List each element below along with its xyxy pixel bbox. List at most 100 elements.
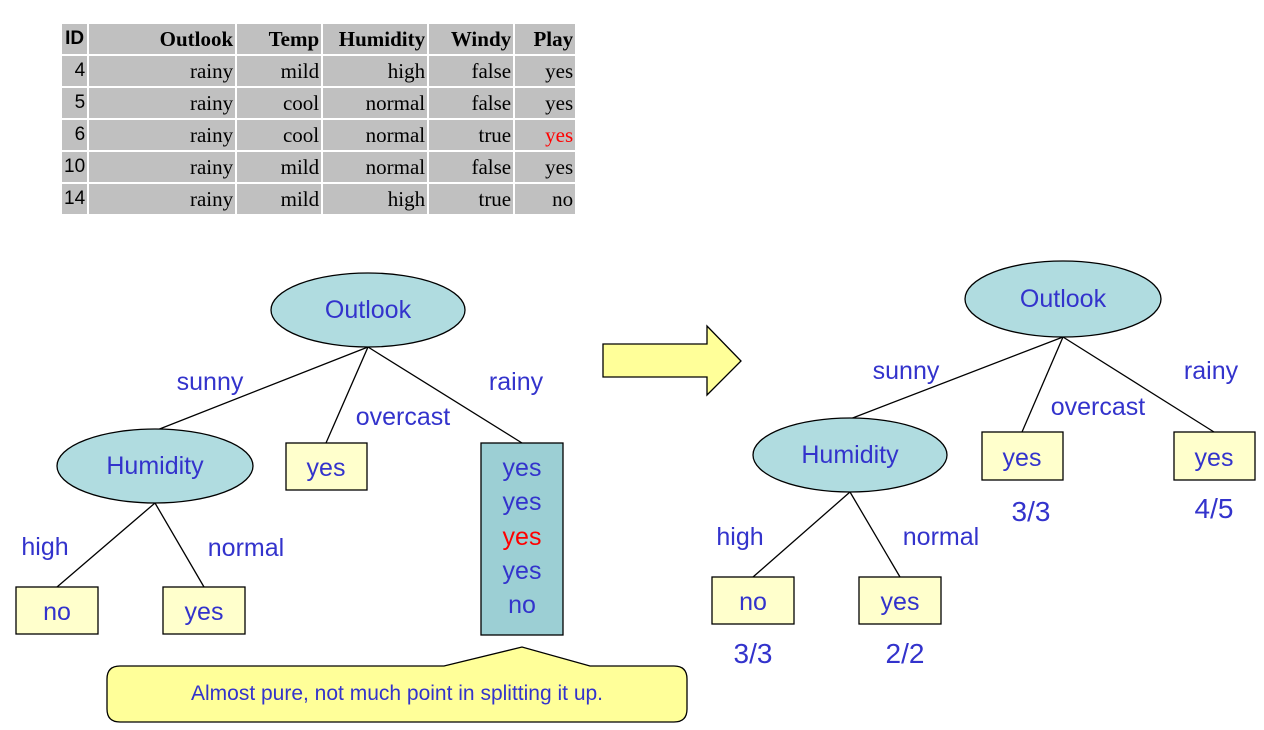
left-edge-overcast-label: overcast	[356, 403, 451, 431]
left-edge-rainy-line	[367, 346, 523, 444]
cell-temp: cool	[237, 120, 322, 150]
right-rainy-fraction: 4/5	[1195, 493, 1234, 524]
left-overcast-leaf-label: yes	[307, 454, 346, 482]
cell-play: yes	[515, 56, 576, 86]
right-rainy-leaf	[1173, 431, 1256, 481]
header-temp: Temp	[237, 24, 322, 54]
cell-windy: false	[429, 88, 514, 118]
right-overcast-fraction: 3/3	[1012, 496, 1051, 527]
rainy-leaf-value: no	[508, 591, 536, 619]
cell-humidity: normal	[323, 88, 428, 118]
header-windy: Windy	[429, 24, 514, 54]
right-edge-sunny-label: sunny	[873, 357, 940, 385]
cell-humidity: normal	[323, 120, 428, 150]
cell-humidity: high	[323, 184, 428, 214]
left-edge-sunny-label: sunny	[177, 368, 244, 396]
left-tree: Outlook Humidity sunny overcast rainy hi…	[15, 272, 564, 636]
cell-outlook: rainy	[89, 184, 236, 214]
right-edge-high-label: high	[716, 523, 763, 551]
left-overcast-leaf	[285, 442, 368, 491]
cell-windy: true	[429, 184, 514, 214]
right-high-fraction: 3/3	[734, 638, 773, 669]
left-edge-overcast-line	[325, 346, 369, 444]
cell-outlook: rainy	[89, 152, 236, 182]
left-high-leaf	[15, 586, 99, 635]
left-edge-normal-line	[154, 502, 205, 588]
cell-humidity: normal	[323, 152, 428, 182]
header-humidity: Humidity	[323, 24, 428, 54]
right-normal-fraction: 2/2	[886, 638, 925, 669]
cell-outlook: rainy	[89, 56, 236, 86]
left-edge-normal-label: normal	[208, 534, 284, 562]
left-edge-high-line	[56, 502, 156, 588]
right-outlook-label: Outlook	[1020, 285, 1107, 313]
left-normal-leaf-label: yes	[185, 598, 224, 626]
left-outlook-node	[270, 272, 466, 348]
left-rainy-leaf	[480, 442, 564, 636]
cell-windy: true	[429, 120, 514, 150]
callout-box	[106, 646, 688, 723]
callout-text: Almost pure, not much point in splitting…	[191, 682, 603, 705]
header-id: ID	[62, 24, 88, 54]
cell-id: 14	[62, 184, 88, 214]
right-edge-rainy-label: rainy	[1184, 357, 1239, 385]
right-edge-normal-line	[849, 491, 901, 578]
cell-temp: mild	[237, 56, 322, 86]
cell-temp: mild	[237, 152, 322, 182]
left-outlook-label: Outlook	[325, 296, 412, 324]
table-row: 14 rainy mild high true no	[62, 184, 576, 214]
right-overcast-leaf	[981, 431, 1064, 481]
right-edge-overcast-label: overcast	[1051, 393, 1146, 421]
cell-windy: false	[429, 56, 514, 86]
left-edge-sunny-line	[156, 346, 369, 431]
header-play: Play	[515, 24, 576, 54]
right-tree: Outlook Humidity sunny overcast rainy hi…	[711, 260, 1256, 669]
transform-arrow	[602, 324, 742, 397]
right-humidity-node	[752, 417, 948, 493]
right-edge-high-line	[752, 491, 851, 578]
cell-humidity: high	[323, 56, 428, 86]
table-row: 4 rainy mild high false yes	[62, 56, 576, 86]
left-edge-rainy-label: rainy	[489, 368, 544, 396]
table-header-row: ID Outlook Temp Humidity Windy Play	[62, 24, 576, 54]
left-humidity-node	[56, 428, 254, 504]
right-outlook-node	[964, 260, 1162, 338]
right-high-leaf	[711, 576, 795, 625]
right-overcast-leaf-label: yes	[1003, 444, 1042, 472]
cell-id: 4	[62, 56, 88, 86]
right-normal-leaf-label: yes	[881, 588, 920, 616]
cell-play: yes	[515, 88, 576, 118]
rainy-leaf-value: yes	[503, 488, 542, 516]
right-normal-leaf	[858, 576, 942, 625]
right-edge-overcast-line	[1021, 336, 1064, 433]
cell-id: 5	[62, 88, 88, 118]
table-row: 5 rainy cool normal false yes	[62, 88, 576, 118]
left-humidity-label: Humidity	[106, 452, 204, 480]
right-edge-normal-label: normal	[903, 523, 979, 551]
right-humidity-label: Humidity	[801, 441, 899, 469]
cell-id: 6	[62, 120, 88, 150]
cell-temp: cool	[237, 88, 322, 118]
cell-play: yes	[515, 152, 576, 182]
rainy-leaf-value: yes	[503, 557, 542, 585]
right-edge-rainy-line	[1062, 336, 1215, 433]
right-rainy-leaf-label: yes	[1195, 444, 1234, 472]
cell-windy: false	[429, 152, 514, 182]
cell-outlook: rainy	[89, 120, 236, 150]
cell-id: 10	[62, 152, 88, 182]
cell-play: no	[515, 184, 576, 214]
cell-outlook: rainy	[89, 88, 236, 118]
cell-play-highlighted: yes	[515, 120, 576, 150]
rainy-leaf-value: yes	[503, 454, 542, 482]
left-edge-high-label: high	[21, 533, 68, 561]
left-high-leaf-label: no	[43, 598, 71, 626]
right-edge-sunny-line	[849, 336, 1064, 420]
rainy-leaf-value-highlighted: yes	[503, 523, 542, 551]
data-table: ID Outlook Temp Humidity Windy Play 4 ra…	[60, 22, 577, 216]
cell-temp: mild	[237, 184, 322, 214]
header-outlook: Outlook	[89, 24, 236, 54]
table-row: 10 rainy mild normal false yes	[62, 152, 576, 182]
right-high-leaf-label: no	[739, 588, 767, 616]
table-row: 6 rainy cool normal true yes	[62, 120, 576, 150]
